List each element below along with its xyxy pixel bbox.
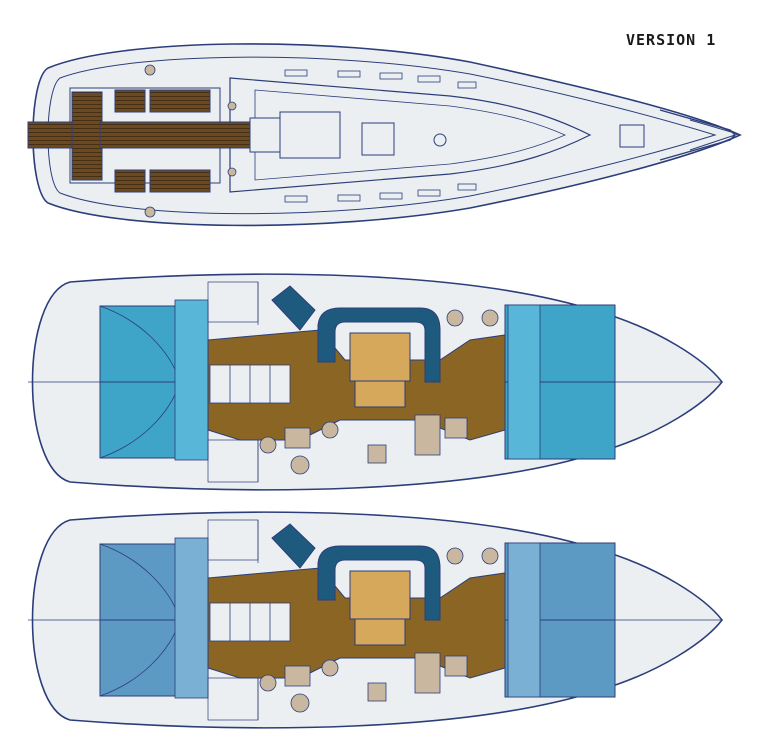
saloon-table-leaf-1 <box>354 380 406 408</box>
interior-layout-1 <box>28 273 724 491</box>
coachroof-inner <box>254 89 566 181</box>
coachroof <box>229 77 592 193</box>
chart-table-seat-2 <box>271 523 316 569</box>
teak-seat-br <box>149 169 211 193</box>
teak-cockpit-sole <box>71 91 103 181</box>
teak-seat-tl <box>114 89 146 113</box>
chart-table-seat-1 <box>271 285 316 331</box>
berth-dividers-2 <box>207 519 259 721</box>
teak-seat-tr <box>149 89 211 113</box>
heads-fittings-2 <box>259 547 499 713</box>
berth-dividers-1 <box>207 281 259 483</box>
forward-hatch-1 <box>361 122 395 156</box>
winches <box>144 64 237 218</box>
saloon-table-leaf-2 <box>354 618 406 646</box>
teak-seat-bl <box>114 169 146 193</box>
heads-fittings-1 <box>259 309 499 475</box>
companionway-steps-2 <box>209 602 291 642</box>
version-title: VERSION 1 <box>626 31 717 49</box>
deck-plan <box>27 43 742 227</box>
sliding-hatch <box>279 111 341 159</box>
teak-center-sole <box>99 121 251 149</box>
settee-1 <box>317 307 441 383</box>
interior-layout-2 <box>28 511 724 729</box>
forward-hatch-2 <box>619 124 645 148</box>
companionway-hatch <box>249 117 281 153</box>
mast-step <box>433 133 447 147</box>
portlights <box>284 69 477 203</box>
companionway-steps-1 <box>209 364 291 404</box>
settee-2 <box>317 545 441 621</box>
saloon-table-2 <box>349 570 411 620</box>
bowsprit <box>689 119 740 151</box>
saloon-table-1 <box>349 332 411 382</box>
deck-inner-line <box>47 56 717 215</box>
